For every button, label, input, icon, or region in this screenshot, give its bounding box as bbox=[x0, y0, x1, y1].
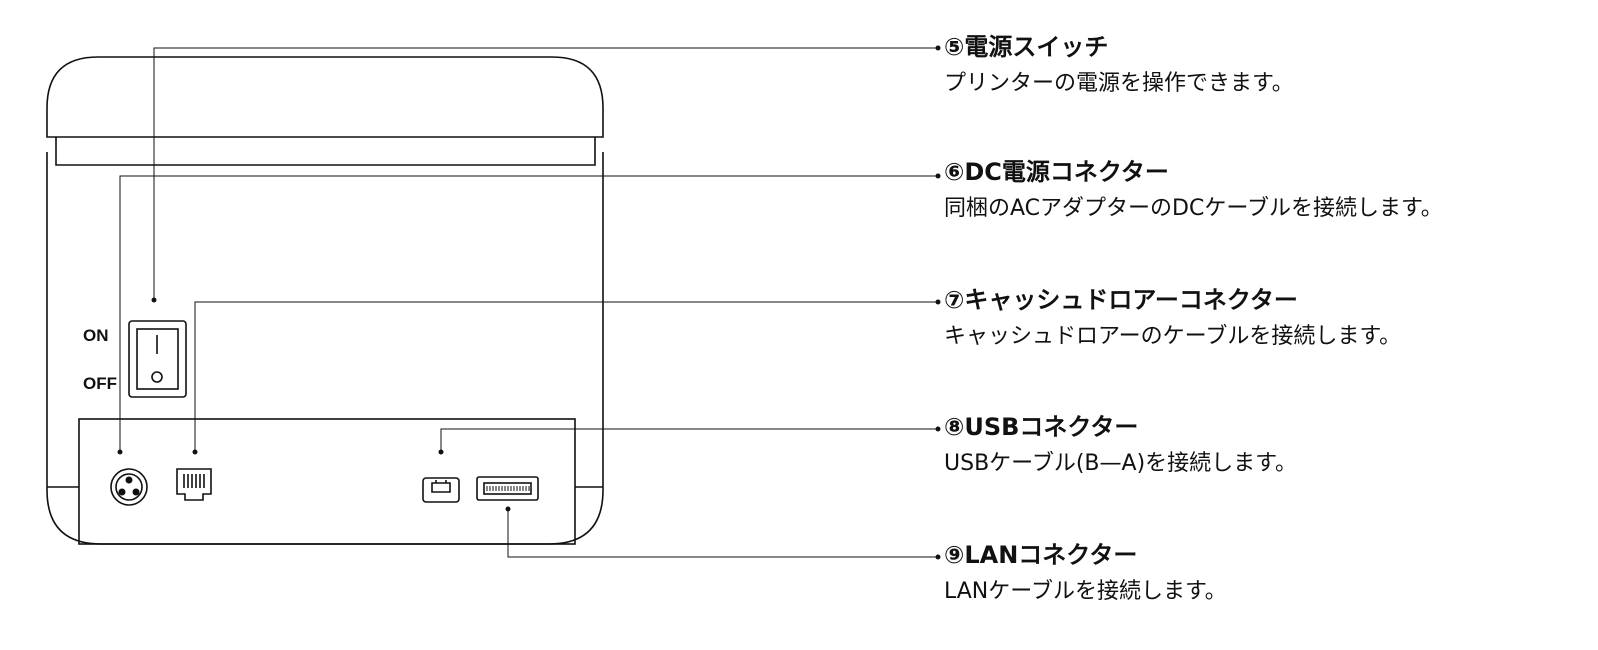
printer-body-outline bbox=[46, 152, 604, 545]
callout-usb-connector: ⑧USBコネクター USBケーブル(B—A)を接続します。 bbox=[944, 412, 1584, 478]
callout-number: ⑨ bbox=[944, 541, 965, 569]
callout-title: ⑦キャッシュドロアーコネクター bbox=[944, 285, 1584, 315]
leader-line-dc-power bbox=[119, 175, 938, 452]
connector-panel bbox=[78, 418, 576, 545]
callout-description: プリンターの電源を操作できます。 bbox=[944, 71, 1294, 96]
dc-power-connector bbox=[110, 468, 148, 506]
callout-description: キャッシュドロアーのケーブルを接続します。 bbox=[944, 324, 1402, 349]
callout-title-text: DC電源コネクター bbox=[964, 158, 1169, 186]
callout-title-text: LANコネクター bbox=[964, 541, 1138, 569]
callout-number: ⑥ bbox=[944, 158, 965, 186]
cash-drawer-connector bbox=[176, 468, 212, 501]
switch-off-label: OFF bbox=[83, 374, 117, 393]
usb-connector bbox=[422, 477, 460, 503]
callout-title-text: 電源スイッチ bbox=[964, 33, 1109, 61]
switch-on-label: ON bbox=[83, 326, 109, 345]
callout-lan-connector: ⑨LANコネクター LANケーブルを接続します。 bbox=[944, 540, 1584, 606]
callout-dc-power-connector: ⑥DC電源コネクター 同梱のACアダプターのDCケーブルを接続します。 bbox=[944, 157, 1584, 223]
callout-title-text: キャッシュドロアーコネクター bbox=[964, 286, 1298, 314]
callout-description: USBケーブル(B—A)を接続します。 bbox=[944, 451, 1297, 476]
callout-title: ⑨LANコネクター bbox=[944, 540, 1584, 570]
leader-line-power-switch bbox=[153, 47, 938, 300]
lan-connector bbox=[476, 476, 539, 501]
printer-top-cover bbox=[46, 56, 604, 138]
callout-title: ⑧USBコネクター bbox=[944, 412, 1584, 442]
power-switch bbox=[128, 320, 187, 398]
callout-cash-drawer-connector: ⑦キャッシュドロアーコネクター キャッシュドロアーのケーブルを接続します。 bbox=[944, 285, 1584, 351]
callout-description: 同梱のACアダプターのDCケーブルを接続します。 bbox=[944, 196, 1443, 221]
leader-line-usb bbox=[440, 428, 938, 452]
leader-line-lan bbox=[507, 509, 938, 558]
callout-title-text: USBコネクター bbox=[964, 413, 1139, 441]
printer-body bbox=[55, 137, 596, 166]
callout-title: ⑤電源スイッチ bbox=[944, 32, 1584, 62]
callout-description: LANケーブルを接続します。 bbox=[944, 579, 1227, 604]
callout-number: ⑧ bbox=[944, 413, 965, 441]
callout-number: ⑦ bbox=[944, 286, 965, 314]
callout-power-switch: ⑤電源スイッチ プリンターの電源を操作できます。 bbox=[944, 32, 1584, 98]
callout-title: ⑥DC電源コネクター bbox=[944, 157, 1584, 187]
callout-number: ⑤ bbox=[944, 33, 965, 61]
leader-line-cash-drawer bbox=[194, 301, 938, 452]
